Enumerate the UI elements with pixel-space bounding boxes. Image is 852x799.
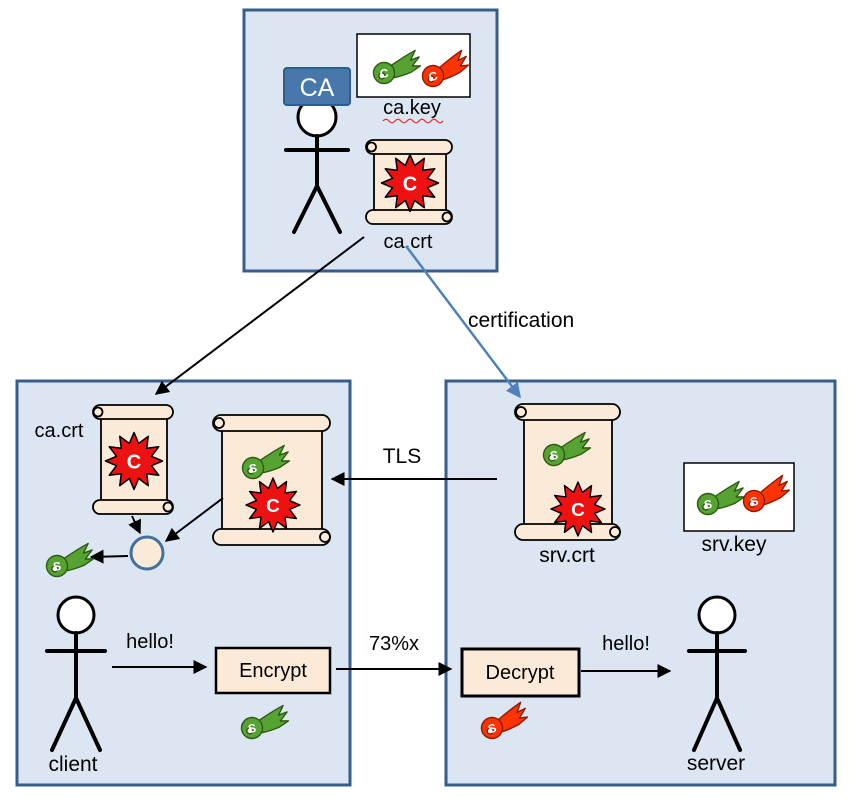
certification-arrow	[405, 245, 521, 399]
server-green-key-icon: S	[694, 480, 747, 517]
scroll-curl	[92, 406, 104, 418]
server-leg-line	[692, 696, 719, 752]
ciphertext-label: 73%x	[369, 633, 419, 655]
scroll-roll	[92, 404, 174, 420]
ca-seal-icon: C	[245, 477, 301, 533]
server-red-key-icon: S	[738, 473, 794, 515]
scroll-roll	[365, 209, 453, 225]
ca-banner	[283, 67, 351, 106]
distribute-cacrt-arrow	[154, 236, 365, 395]
client-leg-line	[50, 696, 78, 752]
client-leg-line	[74, 696, 102, 752]
ca-private-green-key-icon: C	[370, 49, 423, 86]
verification-node	[129, 535, 165, 571]
key-letter: S	[549, 448, 559, 463]
client-srvcert-scroll: S C	[212, 414, 331, 546]
spellcheck-squiggle	[382, 118, 444, 124]
scroll-curl	[515, 406, 527, 418]
scroll-roll	[212, 528, 331, 546]
ca-cert-seal-icon: C	[380, 153, 440, 213]
key-letter: C	[379, 66, 390, 81]
ca-figure: CA	[283, 67, 351, 234]
scroll-roll	[514, 403, 621, 421]
ca-keypair-box: C C ca.key	[356, 33, 473, 124]
ca-cert-scroll: C ca.crt	[365, 139, 453, 253]
node-to-key-arrow	[89, 549, 129, 564]
scroll-curl	[441, 211, 453, 223]
encrypt-box: Encrypt	[214, 646, 332, 695]
ca-seal-icon: C	[550, 481, 606, 537]
client-figure: client	[45, 595, 107, 776]
seal-letter: C	[403, 174, 417, 196]
server-leg-line	[715, 696, 742, 752]
ca-public-red-key-icon: C	[417, 48, 473, 90]
client-cacert-label: ca.crt	[35, 420, 84, 442]
seal-letter: C	[127, 452, 141, 474]
decrypt-box: Decrypt	[460, 647, 581, 698]
decrypt-label: Decrypt	[486, 662, 555, 684]
key-letter: S	[248, 461, 258, 476]
scroll-curl	[319, 531, 331, 543]
encrypt-frame	[214, 646, 332, 695]
scroll-curl	[162, 501, 174, 513]
scroll-curl	[609, 526, 621, 538]
seal-letter: C	[571, 500, 585, 521]
server-head	[697, 595, 737, 635]
key-letter: S	[749, 494, 760, 510]
scroll-curl	[366, 141, 377, 153]
server-figure: server	[687, 595, 747, 775]
key-letter: S	[703, 497, 713, 512]
ca-cert-label: ca.crt	[384, 231, 433, 253]
extracted-green-key-icon: S	[43, 542, 96, 579]
client-head	[56, 595, 96, 635]
client-hello-label: hello!	[126, 631, 174, 653]
encrypt-green-key-icon: S	[238, 704, 291, 741]
key-letter: S	[247, 721, 257, 736]
srvcert-to-node-arrow	[164, 497, 224, 542]
scroll-roll	[212, 414, 331, 432]
key-letter: S	[52, 559, 62, 574]
scroll-curl	[213, 417, 225, 429]
decrypt-red-key-icon: S	[476, 700, 532, 742]
server-cert-scroll: S C srv.crt	[514, 403, 621, 567]
server-hello-label: hello!	[602, 633, 650, 655]
ca-leg-line	[292, 184, 319, 234]
server-keypair-box: S S srv.key	[683, 462, 795, 556]
server-public-green-key-icon: S	[540, 431, 593, 468]
ca-leg-line	[315, 184, 342, 234]
client-cacert-scroll: C	[92, 404, 174, 515]
ca-banner-label: CA	[300, 74, 335, 102]
key-letter: S	[487, 721, 498, 737]
server-public-green-key-icon: S	[239, 444, 292, 481]
certification-label: certification	[468, 309, 574, 332]
client-label: client	[48, 753, 97, 776]
server-keypair-label: srv.key	[702, 533, 767, 556]
ca-seal-icon: C	[104, 431, 164, 491]
tls-label: TLS	[383, 445, 422, 468]
server-label: server	[687, 752, 745, 775]
decrypt-frame	[460, 647, 581, 698]
encrypt-label: Encrypt	[239, 660, 307, 682]
cacert-to-node-arrow	[128, 515, 141, 535]
scroll-roll	[92, 499, 174, 515]
scroll-roll	[365, 139, 453, 155]
ca-keypair-label: ca.key	[383, 97, 441, 119]
key-letter: C	[427, 69, 439, 85]
seal-letter: C	[266, 496, 280, 517]
server-cert-label: srv.crt	[539, 544, 595, 567]
